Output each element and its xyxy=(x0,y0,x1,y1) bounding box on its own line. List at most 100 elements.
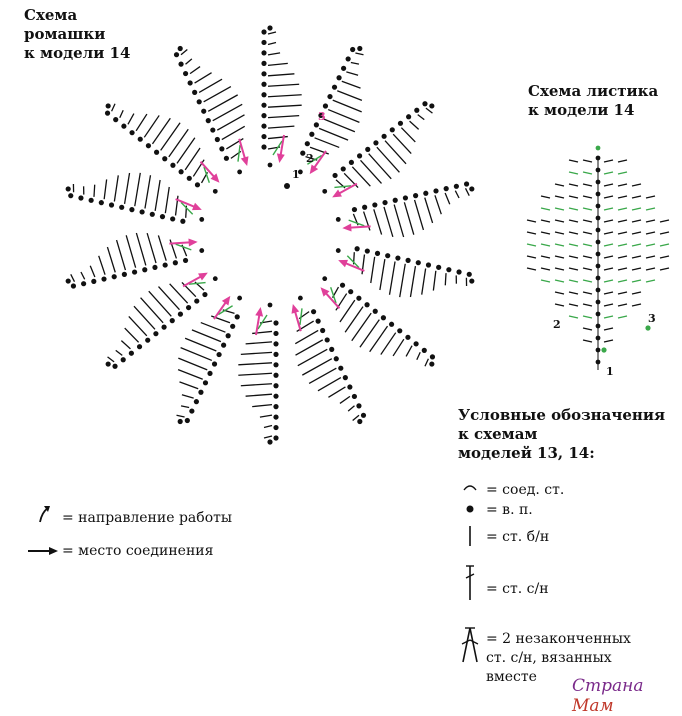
petal xyxy=(106,273,218,369)
leaf-stitch xyxy=(660,244,669,246)
petal-stitch xyxy=(466,188,470,195)
petal-chain-dot xyxy=(426,262,431,267)
petal-stitch xyxy=(94,185,95,197)
leaf-chain-dot xyxy=(596,264,601,269)
leaf-stitch xyxy=(646,232,655,234)
petal-stitch xyxy=(264,436,272,438)
leaf-stitch xyxy=(632,280,641,282)
petal-stitch xyxy=(177,415,185,417)
leaf-stitch xyxy=(555,208,564,210)
petal-chain-dot xyxy=(352,207,357,212)
leaf-tip-dot xyxy=(596,146,601,151)
petal-stitch xyxy=(318,378,341,391)
petal-stitch xyxy=(246,342,272,344)
ring-dot xyxy=(298,296,303,301)
leaf-end-dot xyxy=(601,347,606,352)
leaf-stitch xyxy=(569,208,578,210)
leaf-stitch xyxy=(541,232,550,234)
petal-chain-dot xyxy=(194,399,199,404)
leaf-stitch xyxy=(632,184,641,186)
ring-dot xyxy=(237,296,242,301)
petal-stitch xyxy=(238,373,272,375)
flower-row-label: 2 xyxy=(306,152,314,165)
petal-stitch xyxy=(125,328,139,342)
petal-chain-dot xyxy=(173,260,178,265)
petal-tip-dot xyxy=(106,361,111,366)
petal-stitch xyxy=(445,193,450,204)
leaf-stitch xyxy=(583,304,592,306)
petal-chain-dot xyxy=(325,337,330,342)
petal-stitch xyxy=(355,53,363,55)
petal-chain-dot xyxy=(454,184,459,189)
petal-stitch xyxy=(136,114,147,131)
petal-stitch xyxy=(199,79,222,92)
petal-chain-dot xyxy=(320,328,325,333)
leaf-stitch xyxy=(527,256,536,258)
petal-stitch xyxy=(401,128,415,142)
petal-chain-dot xyxy=(261,103,266,108)
petal-chain-dot xyxy=(261,61,266,66)
petal-stitch xyxy=(121,341,130,349)
petal-stitch xyxy=(404,202,413,234)
petal-tip-dot xyxy=(106,103,111,108)
petal-chain-dot xyxy=(122,272,127,277)
petal-tip-dot xyxy=(357,46,362,51)
petal-chain-dot xyxy=(91,279,96,284)
petal-chain-dot xyxy=(464,181,469,186)
petal-stitch xyxy=(268,95,302,97)
petal-chain-dot xyxy=(112,274,117,279)
petal-chain-dot xyxy=(373,309,378,314)
petal-chain-dot xyxy=(311,309,316,314)
petal-chain-dot xyxy=(329,347,334,352)
leaf-stitch xyxy=(604,160,613,162)
petal-chain-dot xyxy=(201,109,206,114)
leaf-stitch xyxy=(569,304,578,306)
petal-stitch xyxy=(319,128,348,140)
petal-chain-dot xyxy=(273,320,278,325)
petal-stitch xyxy=(155,180,160,211)
petal-tip-dot xyxy=(66,186,71,191)
legend-item-single-crochet: = ст. б/н xyxy=(486,528,549,546)
petal-chain-dot xyxy=(273,362,278,367)
ring-dot xyxy=(199,248,204,253)
petal-stitch xyxy=(241,384,272,386)
leaf-stitch xyxy=(541,208,550,210)
petal-chain-dot xyxy=(273,435,278,440)
watermark: Страна Мам xyxy=(572,676,682,716)
leaf-stitch xyxy=(555,244,564,246)
petal-stitch xyxy=(371,257,375,283)
petal-stitch xyxy=(135,173,141,206)
petal-chain-dot xyxy=(273,352,278,357)
leaf-stitch xyxy=(604,340,613,342)
leaf-stitch xyxy=(632,196,641,198)
petal-chain-dot xyxy=(183,71,188,76)
petal-chain-dot xyxy=(226,333,231,338)
leaf-stitch xyxy=(618,196,627,198)
petal-chain-dot xyxy=(356,296,361,301)
petal-stitch xyxy=(147,233,156,263)
direction-arrow-icon xyxy=(40,506,50,522)
petal-stitch xyxy=(268,74,294,76)
petal-chain-dot xyxy=(332,173,337,178)
leaf-chain-dot xyxy=(596,288,601,293)
petal-chain-dot xyxy=(273,383,278,388)
petal-chain-dot xyxy=(343,375,348,380)
leaf-stitch xyxy=(555,304,564,306)
petal-stitch xyxy=(309,368,336,383)
petal-stitch xyxy=(394,205,403,237)
petal-chain-dot xyxy=(230,324,235,329)
petal-chain-dot xyxy=(119,205,124,210)
petal-stitch xyxy=(129,316,147,335)
leaf-stitch xyxy=(632,208,641,210)
petal-chain-dot xyxy=(178,62,183,67)
leaf-stitch xyxy=(618,160,627,162)
petal-chain-dot xyxy=(336,75,341,80)
petal xyxy=(66,173,205,224)
leaf-stitch xyxy=(660,256,669,258)
petal-stitch xyxy=(128,114,134,125)
leaf-row-label: 2 xyxy=(553,318,561,331)
watermark-part1: Страна xyxy=(572,676,643,696)
petal-chain-dot xyxy=(341,166,346,171)
petal-chain-dot xyxy=(174,52,179,57)
leaf-chain-dot xyxy=(596,216,601,221)
